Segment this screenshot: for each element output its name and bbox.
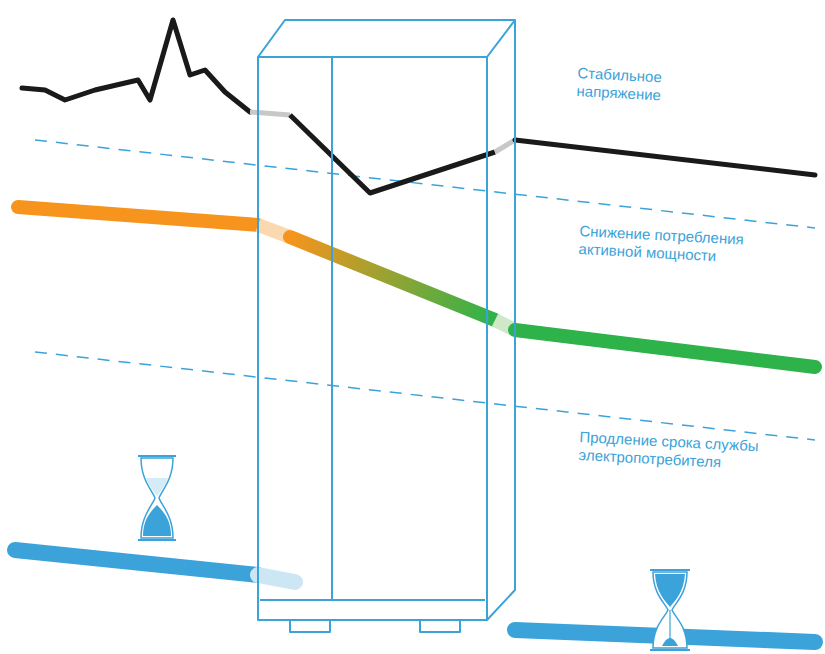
voltage-line bbox=[495, 140, 515, 152]
lifetime-line bbox=[15, 550, 258, 575]
voltage-line bbox=[22, 20, 250, 112]
benefit-label: Снижение потребления активной мощности bbox=[578, 222, 780, 268]
benefit-label: Стабильное напряжение bbox=[576, 64, 688, 106]
lifetime-line bbox=[258, 575, 295, 582]
voltage-line bbox=[290, 115, 495, 193]
voltage-line bbox=[515, 140, 815, 175]
benefit-label: Продление срока службы электропотребител… bbox=[578, 428, 780, 474]
power-line bbox=[18, 207, 258, 225]
hourglass-icon bbox=[650, 570, 690, 650]
cabinet bbox=[258, 20, 515, 632]
power-line bbox=[290, 237, 495, 320]
dashed-separator bbox=[35, 352, 815, 440]
voltage-line bbox=[250, 112, 290, 115]
power-line bbox=[515, 330, 815, 367]
hourglass-icon bbox=[138, 456, 176, 540]
